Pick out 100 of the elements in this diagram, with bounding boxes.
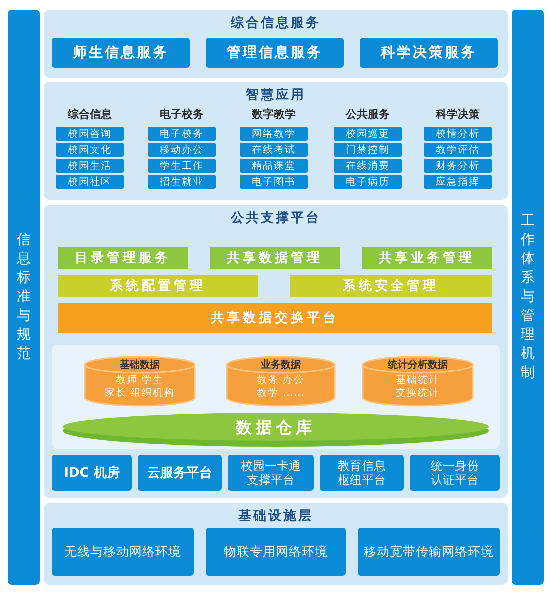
box-label: 在线考试: [252, 144, 296, 157]
app-box: [240, 159, 308, 173]
warehouse-label: 数据仓库: [236, 418, 316, 439]
platform-box: [410, 455, 500, 491]
box-label: 物联专用网络环境: [224, 544, 328, 560]
cylinder-text: 教师 学生: [116, 374, 164, 387]
cylinder-text: 交换统计: [396, 387, 440, 400]
layer-title: 公共支撑平台: [230, 210, 322, 227]
layer-panel: [44, 10, 508, 78]
layer-title: 综合信息服务: [230, 14, 322, 32]
platform-box: [228, 455, 314, 491]
cylinder-text: 教学 ……: [256, 387, 306, 400]
cylinder-title: 基础数据: [120, 358, 160, 372]
side-label: 信息标准与规范: [16, 231, 32, 364]
box-label: 校园社区: [68, 176, 112, 189]
app-box: [56, 159, 124, 173]
app-box: [56, 127, 124, 141]
service-box: [58, 275, 258, 297]
app-box: [148, 159, 216, 173]
service-box: [290, 275, 492, 297]
app-box: [424, 143, 492, 157]
layer-panel: [44, 503, 508, 585]
column-heading: 综合信息: [67, 107, 113, 122]
box-label: 共享数据管理: [227, 250, 323, 267]
box-label: 师生信息服务: [73, 44, 169, 62]
layer-title: 智慧应用: [245, 86, 307, 104]
service-box: [52, 38, 190, 68]
layer-panel: [44, 82, 508, 200]
network-box: [52, 528, 194, 576]
box-label: 在线消费: [346, 160, 390, 173]
cylinder-text: 基础统计: [396, 374, 440, 387]
layer-panel: [44, 205, 508, 498]
database-cylinder: [84, 356, 196, 407]
app-box: [240, 175, 308, 189]
app-box: [148, 127, 216, 141]
platform-bar: [58, 303, 492, 333]
app-box: [148, 175, 216, 189]
app-box: [424, 127, 492, 141]
platform-box: [52, 455, 132, 491]
app-box: [56, 143, 124, 157]
cylinder-text: 家长 组织机构: [104, 387, 176, 400]
column-heading: 数字教学: [250, 107, 297, 122]
box-label: 电子病历: [346, 176, 390, 189]
cylinder-title: 统计分析数据: [388, 358, 448, 372]
cylinder-title: 业务数据: [261, 358, 301, 372]
box-label: 网络教学: [252, 128, 296, 141]
box-label: 管理信息服务: [227, 44, 323, 62]
box-label: 校园文化: [68, 144, 112, 157]
service-box: [206, 38, 344, 68]
box-label: 统一身份认证平台: [430, 459, 480, 487]
column-heading: 电子校务: [159, 107, 205, 122]
app-box: [56, 175, 124, 189]
box-label: 门禁控制: [346, 144, 390, 157]
box-label: 共享数据交换平台: [211, 310, 339, 327]
box-label: 共享业务管理: [379, 250, 475, 267]
side-label: 工作体系与管理机制: [520, 212, 536, 383]
box-label: 校园咨询: [68, 128, 112, 141]
box-label: 移动办公: [160, 144, 204, 157]
box-label: 云服务平台: [148, 465, 212, 482]
layer-title: 基础设施层: [238, 508, 314, 525]
box-label: 科学决策服务: [381, 44, 477, 62]
service-box: [360, 38, 498, 68]
box-label: 精品课堂: [252, 160, 296, 173]
box-label: 招生就业: [160, 176, 204, 189]
app-box: [334, 127, 402, 141]
box-label: 系统配置管理: [110, 278, 206, 295]
service-box: [362, 247, 492, 269]
side-bar: [512, 10, 544, 585]
box-label: 目录管理服务: [75, 250, 171, 267]
box-label: IDC 机房: [64, 464, 120, 482]
box-label: 电子校务: [160, 128, 204, 141]
app-box: [424, 159, 492, 173]
box-label: 校园巡更: [346, 128, 390, 141]
box-label: 校园一卡通支撑平台: [240, 459, 302, 487]
service-box: [58, 247, 188, 269]
app-box: [148, 143, 216, 157]
platform-box: [138, 455, 222, 491]
app-box: [240, 127, 308, 141]
database-cylinder: [362, 356, 474, 407]
network-box: [358, 528, 500, 576]
box-label: 教育信息枢纽平台: [337, 459, 387, 487]
box-label: 教学评估: [436, 144, 480, 157]
box-label: 学生工作: [160, 160, 204, 173]
app-box: [334, 175, 402, 189]
side-bar: [8, 10, 40, 585]
box-label: 财务分析: [436, 160, 480, 173]
network-box: [206, 528, 346, 576]
box-label: 校园生活: [68, 160, 112, 173]
box-label: 移动宽带传输网络环境: [364, 544, 494, 560]
service-box: [210, 247, 340, 269]
box-label: 系统安全管理: [343, 278, 439, 295]
app-box: [334, 143, 402, 157]
column-heading: 公共服务: [344, 107, 391, 122]
app-box: [334, 159, 402, 173]
box-label: 电子图书: [252, 176, 296, 189]
app-box: [240, 143, 308, 157]
cylinder-text: 教务 办公: [256, 374, 306, 387]
app-box: [424, 175, 492, 189]
box-label: 应急指挥: [436, 176, 480, 189]
box-label: 校情分析: [436, 128, 480, 141]
